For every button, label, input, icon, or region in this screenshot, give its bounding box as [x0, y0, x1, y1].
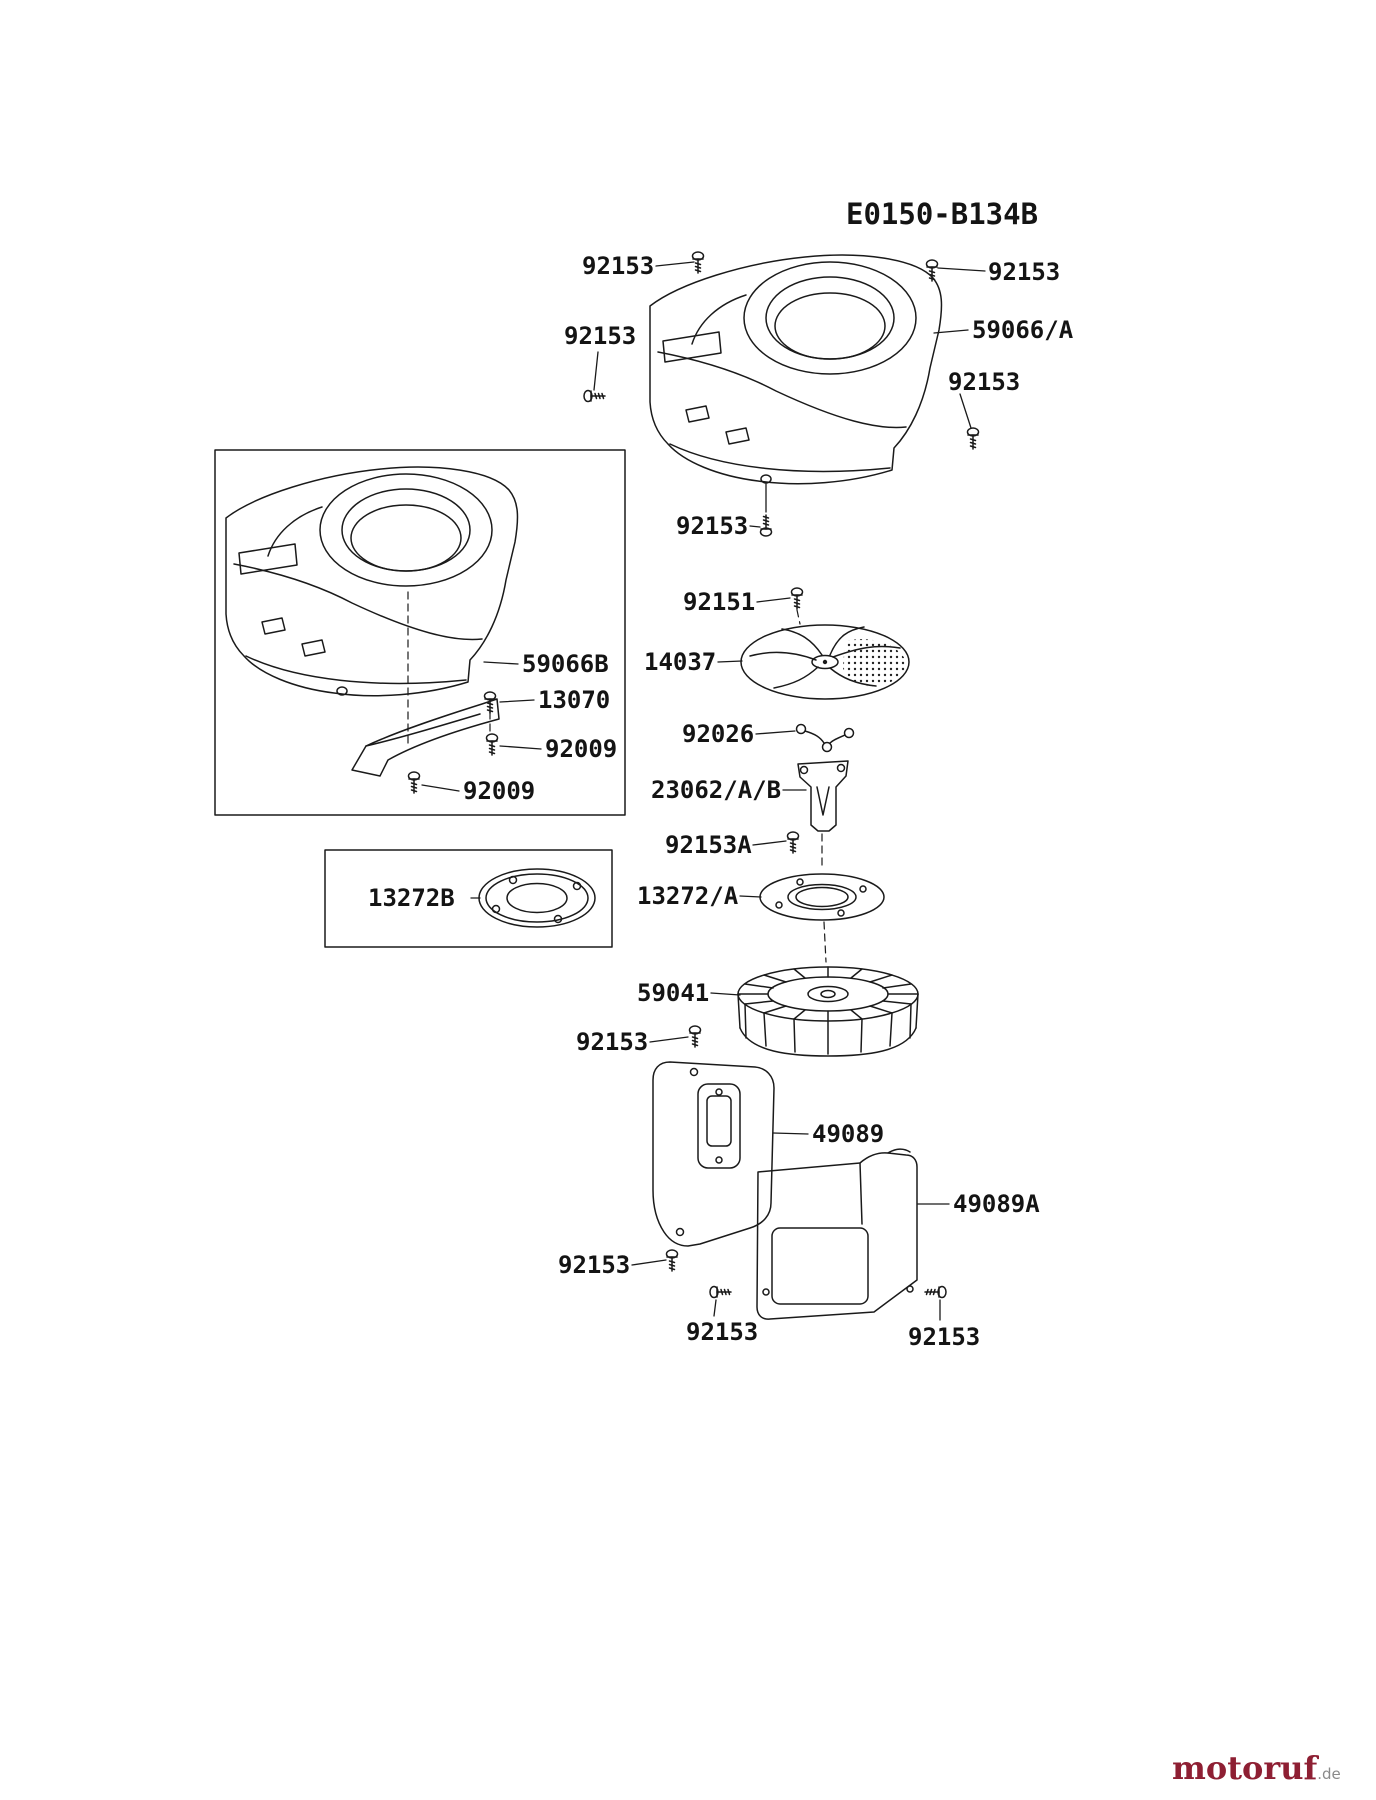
- part-bracket-23062: [797, 760, 849, 832]
- detail-box-13272b: [324, 849, 613, 948]
- callout-49089a: 49089A: [953, 1190, 1040, 1218]
- part-fan-59041: [737, 966, 919, 1057]
- callout-13272a: 13272/A: [637, 882, 739, 910]
- callout-92151: 92151: [683, 588, 756, 616]
- callout-59041: 59041: [637, 979, 710, 1007]
- callout-92153-1: 92153: [582, 252, 655, 280]
- part-retainer-92026: [795, 723, 855, 753]
- alignment-lines: [407, 591, 827, 963]
- callout-92153-9: 92153: [908, 1323, 981, 1351]
- callout-92009-1: 92009: [545, 735, 618, 763]
- callout-92153-6: 92153: [576, 1028, 649, 1056]
- callout-13272b: 13272B: [368, 884, 455, 912]
- part-blower-housing-59066b: [225, 466, 519, 697]
- callout-23062: 23062/A/B: [651, 776, 782, 804]
- callout-13070: 13070: [538, 686, 611, 714]
- part-cover-49089a: [756, 1148, 918, 1320]
- callout-92153-7: 92153: [558, 1251, 631, 1279]
- callout-14037: 14037: [644, 648, 717, 676]
- watermark-name: motoruf: [1172, 1749, 1318, 1787]
- leader-lines: [421, 261, 986, 1321]
- callout-92026: 92026: [682, 720, 755, 748]
- callout-92009-2: 92009: [463, 777, 536, 805]
- part-screen-14037: [740, 624, 910, 700]
- diagram-title: E0150-B134B: [846, 197, 1039, 231]
- part-cover-49089: [652, 1061, 775, 1247]
- callout-92153-4: 92153: [948, 368, 1021, 396]
- callout-92153-3: 92153: [564, 322, 637, 350]
- callout-49089: 49089: [812, 1120, 885, 1148]
- detail-box-housing: [214, 449, 626, 816]
- part-blower-housing-59066a: [649, 254, 943, 485]
- callout-59066a: 59066/A: [972, 316, 1074, 344]
- callout-59066b: 59066B: [522, 650, 609, 678]
- part-plate-13272b: [478, 868, 596, 928]
- part-plate-13272a: [759, 873, 885, 921]
- callout-92153a: 92153A: [665, 831, 752, 859]
- callout-92153-8: 92153: [686, 1318, 759, 1346]
- callout-92153-5: 92153: [676, 512, 749, 540]
- callout-92153-2: 92153: [988, 258, 1061, 286]
- watermark-tld: .de: [1317, 1765, 1341, 1783]
- part-air-guide-13070: [351, 698, 500, 777]
- watermark: motoruf.de: [1172, 1750, 1341, 1792]
